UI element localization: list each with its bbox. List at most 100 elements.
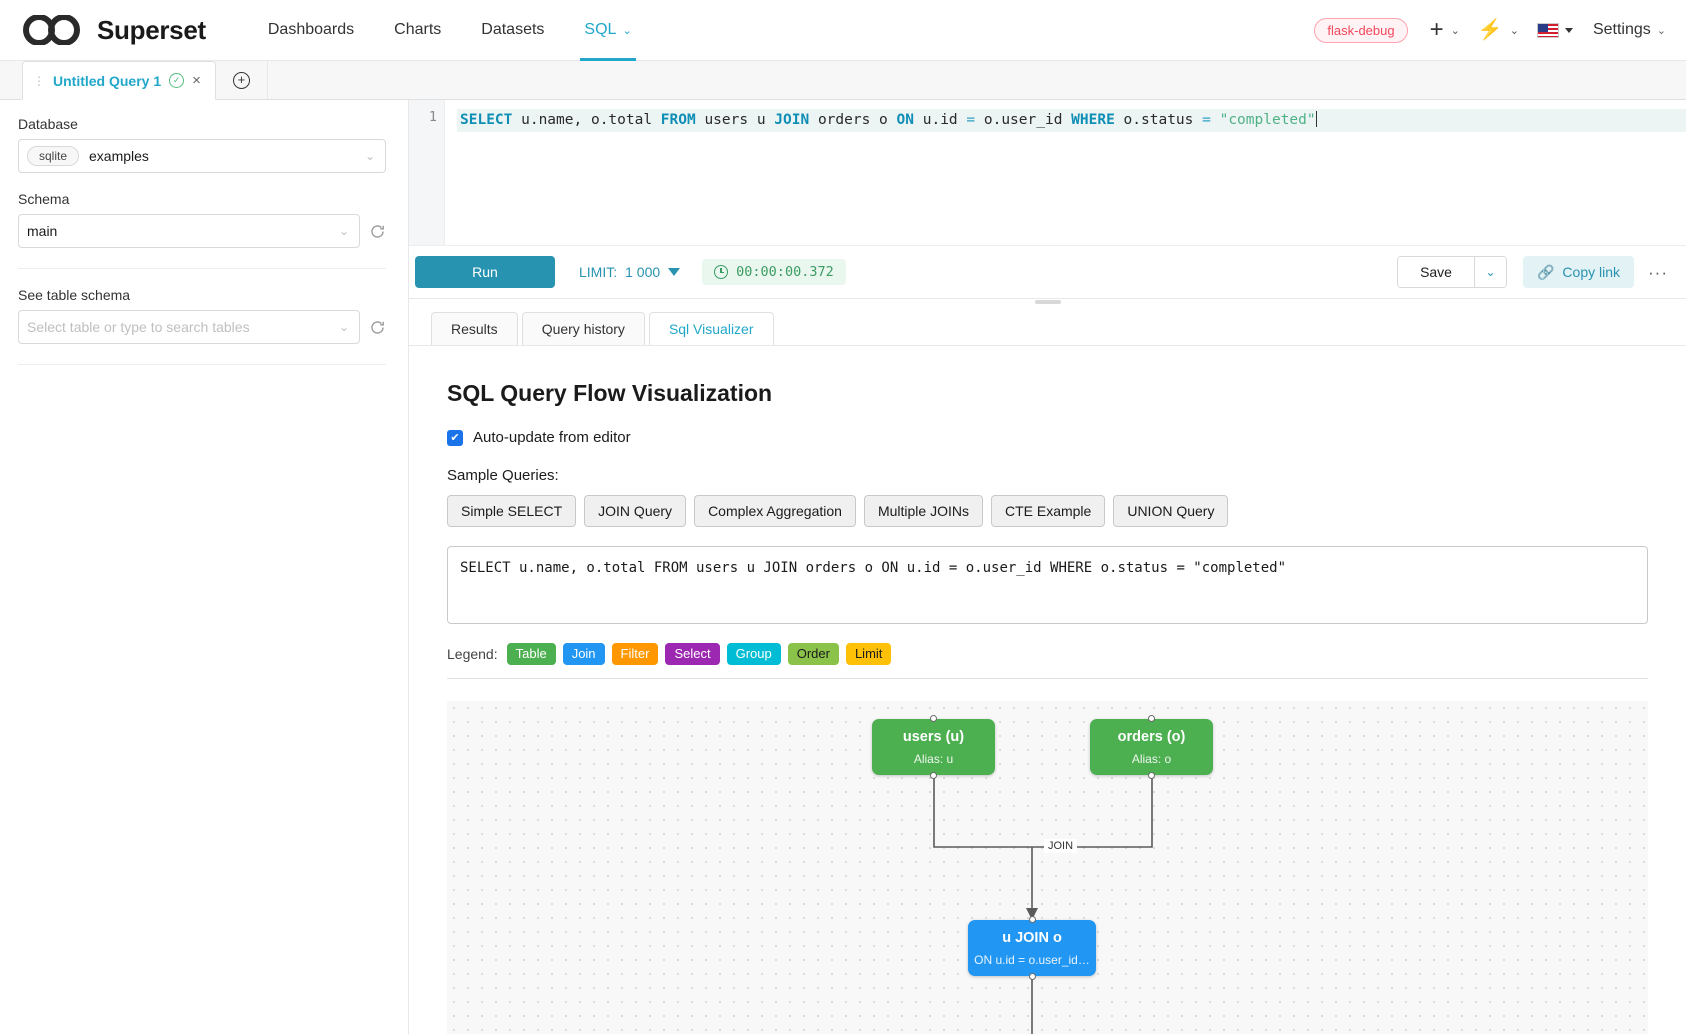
editor-line-number: 1 [428, 109, 437, 125]
tab-sql-visualizer[interactable]: Sql Visualizer [648, 312, 774, 345]
copy-link-label: Copy link [1562, 264, 1621, 280]
editor-code-area[interactable]: SELECT u.name, o.total FROM users u JOIN… [445, 100, 1686, 245]
limit-dropdown[interactable]: LIMIT: 1 000 [579, 264, 681, 280]
database-engine-chip: sqlite [27, 146, 80, 166]
legend-chip-join: Join [562, 643, 605, 666]
close-icon[interactable]: × [192, 72, 201, 89]
clock-icon [714, 265, 729, 279]
settings-menu[interactable]: Settings ⌄ [1593, 21, 1666, 39]
sql-visualizer-panel: SQL Query Flow Visualization ✔ Auto-upda… [409, 346, 1686, 1034]
lightning-bolt-icon: ⚡ [1477, 19, 1503, 41]
legend-chip-group: Group [726, 643, 781, 666]
table-schema-row: Select table or type to search tables ⌄ [18, 310, 386, 344]
query-tab-strip: ⋮ Untitled Query 1 ✓ × + [0, 61, 1686, 100]
nav-links: Dashboards Charts Datasets SQL ⌄ [248, 0, 652, 61]
bolt-menu[interactable]: ⚡ ⌄ [1478, 20, 1519, 40]
timer-value: 00:00:00.372 [736, 264, 834, 280]
chevron-down-icon: ⌄ [364, 149, 375, 163]
copy-link-button[interactable]: 🔗 Copy link [1522, 256, 1635, 288]
editor-code-line: SELECT u.name, o.total FROM users u JOIN… [457, 109, 1686, 132]
nav-link-sql[interactable]: SQL ⌄ [564, 0, 651, 61]
database-value: examples [89, 148, 149, 164]
schema-label: Schema [18, 191, 70, 207]
chevron-down-icon: ⌄ [338, 320, 349, 334]
plus-circle-icon: + [232, 71, 250, 89]
check-circle-icon: ✓ [169, 73, 185, 88]
sample-query-simple-select[interactable]: Simple SELECT [447, 495, 577, 527]
flow-edges [933, 775, 1153, 1034]
sample-query-multiple-joins[interactable]: Multiple JOINs [863, 495, 983, 527]
node-port-top [1028, 916, 1036, 924]
top-navbar: Superset Dashboards Charts Datasets SQL … [0, 0, 1686, 61]
page-title: SQL Query Flow Visualization [447, 380, 773, 406]
tabs-underline [409, 345, 1686, 346]
brand[interactable]: Superset [0, 15, 206, 46]
new-item-menu[interactable]: + ⌄ [1430, 18, 1460, 42]
flow-node-subtitle: Alias: o [1131, 751, 1172, 766]
sample-query-union-query[interactable]: UNION Query [1113, 495, 1229, 527]
see-table-schema-label: See table schema [18, 287, 131, 303]
left-panel: Database sqlite examples ⌄ Schema main ⌄ [0, 100, 409, 1034]
query-tab-label: Untitled Query 1 [53, 72, 162, 89]
flow-node-subtitle: ON u.id = o.user_id… [974, 952, 1090, 967]
nav-link-charts[interactable]: Charts [374, 0, 461, 61]
legend-chip-order: Order [787, 643, 839, 666]
language-selector[interactable] [1536, 22, 1573, 38]
superset-infinity-logo [22, 15, 88, 45]
nav-link-datasets[interactable]: Datasets [461, 0, 564, 61]
right-panel: 1 SELECT u.name, o.total FROM users u JO… [409, 100, 1686, 1034]
nav-link-dashboards[interactable]: Dashboards [248, 0, 374, 61]
query-toolbar: Run LIMIT: 1 000 00:00:00.372 Save ⌄ [409, 246, 1686, 304]
nav-link-label: Charts [394, 21, 442, 38]
save-button[interactable]: Save [1398, 257, 1474, 287]
flow-node-orders[interactable]: orders (o) Alias: o [1090, 715, 1213, 780]
pane-resize-handle[interactable] [1034, 300, 1061, 304]
sample-query-complex-aggregation[interactable]: Complex Aggregation [694, 495, 856, 527]
table-search-select[interactable]: Select table or type to search tables ⌄ [18, 310, 360, 344]
refresh-icon[interactable] [369, 223, 386, 240]
sample-query-join-query[interactable]: JOIN Query [584, 495, 687, 527]
flow-node-subtitle: Alias: u [913, 751, 954, 766]
query-flow-canvas[interactable]: JOIN users (u) Alias: u orders (o) Alias… [447, 701, 1648, 1034]
drag-handle-icon[interactable]: ⋮ [33, 73, 45, 88]
nav-link-label: Dashboards [267, 21, 355, 38]
tab-query-history[interactable]: Query history [521, 312, 645, 345]
auto-update-row: ✔ Auto-update from editor [447, 429, 1648, 446]
edge-label-join: JOIN [1044, 839, 1078, 854]
tab-results[interactable]: Results [431, 312, 518, 345]
divider [18, 364, 386, 365]
caret-down-icon [1564, 27, 1573, 33]
chevron-down-icon: ⌄ [1656, 24, 1666, 37]
sql-input-textarea[interactable] [447, 546, 1648, 624]
database-label: Database [18, 116, 78, 132]
legend: Legend: Table Join Filter Select Group O… [447, 629, 1648, 680]
chevron-down-icon: ⌄ [1509, 24, 1519, 37]
sample-query-cte-example[interactable]: CTE Example [990, 495, 1106, 527]
table-search-placeholder: Select table or type to search tables [27, 319, 250, 335]
nav-link-label: Datasets [481, 21, 545, 38]
query-tab-untitled-query-1[interactable]: ⋮ Untitled Query 1 ✓ × [22, 61, 216, 100]
run-button[interactable]: Run [415, 256, 555, 288]
flow-node-join[interactable]: u JOIN o ON u.id = o.user_id… [968, 916, 1096, 981]
editor-gutter: 1 [409, 100, 445, 245]
save-dropdown-button[interactable]: ⌄ [1473, 257, 1506, 287]
more-options-button[interactable]: ··· [1648, 262, 1668, 282]
chevron-down-icon: ⌄ [622, 24, 632, 37]
auto-update-label: Auto-update from editor [473, 429, 631, 446]
flow-node-title: orders (o) [1117, 728, 1186, 745]
node-port-top [930, 715, 937, 723]
caret-down-icon [668, 268, 681, 276]
flow-node-users[interactable]: users (u) Alias: u [872, 715, 995, 780]
link-icon: 🔗 [1536, 263, 1555, 280]
auto-update-checkbox[interactable]: ✔ [447, 429, 463, 446]
sql-editor[interactable]: 1 SELECT u.name, o.total FROM users u JO… [409, 100, 1686, 246]
refresh-icon[interactable] [369, 319, 386, 336]
add-query-tab-button[interactable]: + [215, 61, 268, 99]
schema-select[interactable]: main ⌄ [18, 214, 360, 248]
schema-row: main ⌄ [18, 214, 386, 248]
flow-node-title: users (u) [902, 728, 965, 745]
limit-label: LIMIT: [579, 264, 618, 280]
database-select[interactable]: sqlite examples ⌄ [18, 139, 386, 173]
node-port-top [1148, 715, 1155, 723]
